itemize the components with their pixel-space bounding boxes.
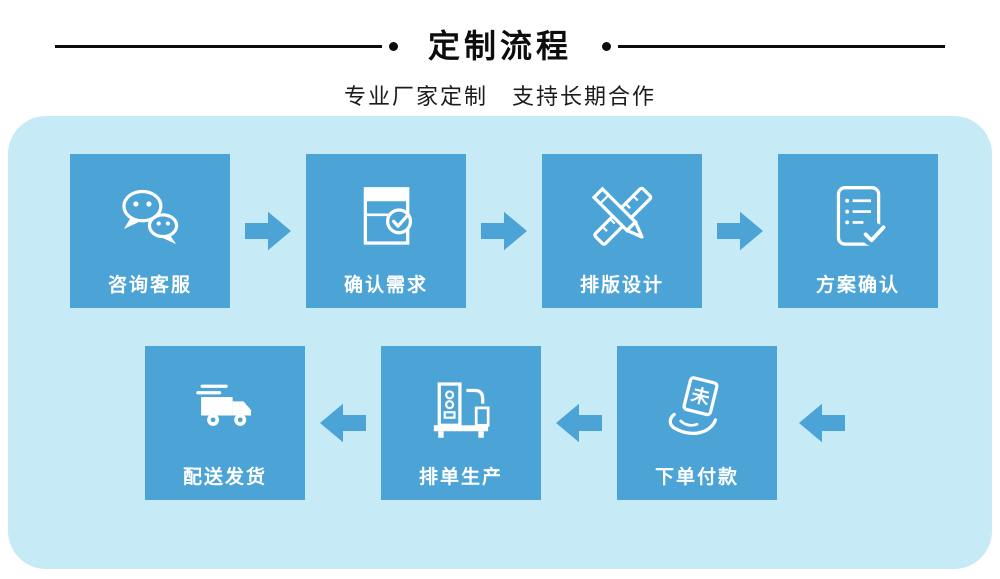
step-card-confirm-requirements: 确认需求 xyxy=(306,154,466,308)
step-icon-wrap xyxy=(187,346,263,468)
title-dot-right xyxy=(602,41,612,51)
step-label: 配送发货 xyxy=(182,467,267,488)
truck-icon xyxy=(196,384,252,426)
arrow-right-icon xyxy=(717,211,763,251)
step-card-layout-design: 排版设计 xyxy=(542,154,702,308)
title-line-left xyxy=(55,44,382,48)
step-card-production: 排单生产 xyxy=(381,346,541,500)
step-card-order-payment: 未 下单付款 xyxy=(617,346,777,500)
hand-card-icon: 未 xyxy=(668,376,719,435)
step-card-plan-confirmation: 方案确认 xyxy=(778,154,938,308)
step-icon-wrap: 未 xyxy=(659,346,735,468)
step-label: 咨询客服 xyxy=(107,275,192,296)
clipboard-check-icon xyxy=(836,186,886,247)
section-title: 定制流程 xyxy=(428,28,573,64)
section-title-row: 定制流程 xyxy=(55,0,946,64)
payment-card-char: 未 xyxy=(688,384,712,409)
step-icon-wrap xyxy=(820,154,896,276)
step-card-consult: 咨询客服 xyxy=(70,154,230,308)
step-card-delivery: 配送发货 xyxy=(145,346,305,500)
machine-icon xyxy=(433,382,490,438)
step-label: 确认需求 xyxy=(343,275,428,296)
arrow-right-icon xyxy=(481,211,527,251)
step-icon-wrap xyxy=(423,346,499,468)
process-panel: 咨询客服 确认需求 xyxy=(8,116,992,569)
process-row-2: 配送发货 排单生产 xyxy=(8,308,992,500)
arrow-left-icon xyxy=(320,403,366,443)
process-row-1: 咨询客服 确认需求 xyxy=(8,116,992,308)
step-label: 排版设计 xyxy=(579,275,664,296)
arrow-left-icon xyxy=(799,403,845,443)
document-check-icon xyxy=(363,187,413,245)
title-line-right xyxy=(618,44,946,48)
step-icon-wrap xyxy=(348,154,424,276)
step-icon-wrap xyxy=(584,154,660,276)
arrow-left-icon xyxy=(556,403,602,443)
step-label: 下单付款 xyxy=(654,467,739,488)
title-dot-left xyxy=(389,41,398,51)
step-icon-wrap xyxy=(112,154,188,276)
arrow-right-icon xyxy=(245,211,291,251)
step-label: 排单生产 xyxy=(418,467,503,488)
pencil-ruler-icon xyxy=(591,186,653,246)
section-subtitle: 专业厂家定制 支持长期合作 xyxy=(343,84,656,109)
wechat-icon xyxy=(122,189,179,245)
step-label: 方案确认 xyxy=(815,275,900,296)
